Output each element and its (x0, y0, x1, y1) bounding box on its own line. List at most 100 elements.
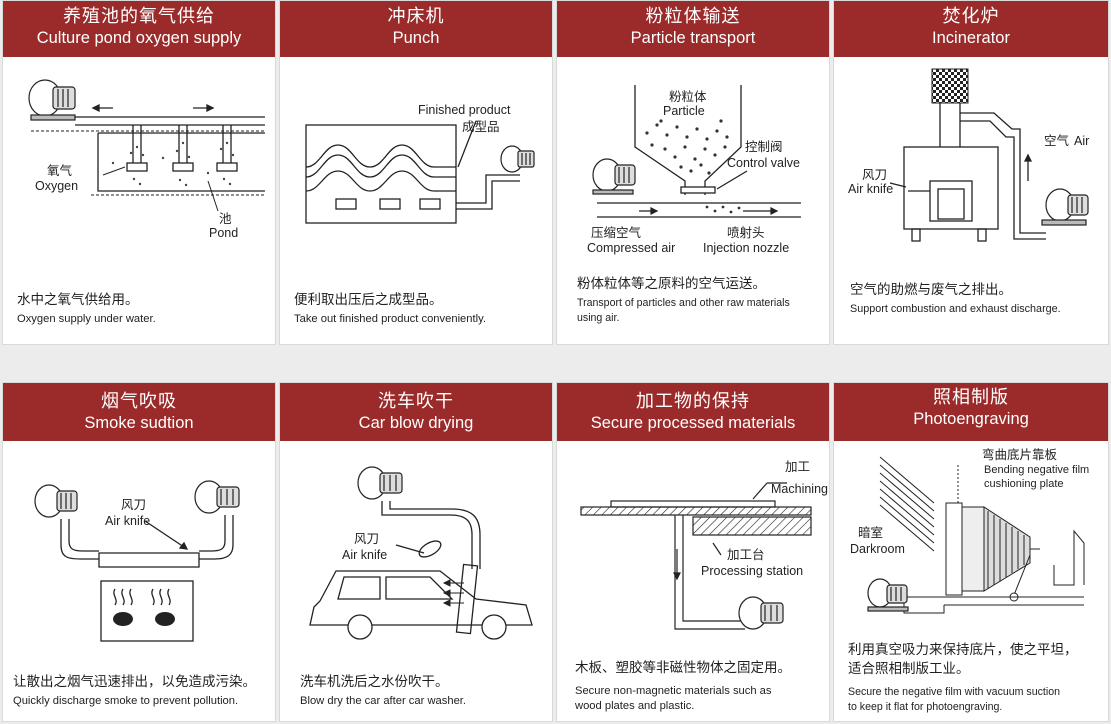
label-pond-zh: 池 (219, 211, 232, 226)
panel-header: 焚化炉 Incinerator (834, 1, 1108, 57)
label-nozzle-en: Injection nozzle (703, 241, 789, 255)
desc-en: Support combustion and exhaust discharge… (850, 303, 1061, 315)
label-air-knife-zh: 风刀 (862, 167, 887, 182)
label-film-plate-zh: 弯曲底片靠板 (982, 447, 1058, 462)
blower-icon (500, 145, 535, 173)
panel-secure-materials: 加工物的保持 Secure processed materials (556, 382, 830, 722)
blower-icon (28, 79, 76, 121)
title-en: Smoke sudtion (84, 414, 194, 432)
desc-zh-line2: 适合照相制版工业。 (848, 661, 970, 677)
desc-zh: 空气的助燃与废气之排出。 (850, 282, 1012, 298)
title-zh: 洗车吹干 (378, 391, 454, 412)
blower-icon (867, 578, 909, 612)
title-en: Secure processed materials (590, 414, 796, 432)
title-zh: 粉粒体输送 (645, 6, 741, 27)
desc-en: Quickly discharge smoke to prevent pollu… (13, 695, 239, 707)
label-air-knife-zh: 风刀 (354, 531, 379, 546)
illustration-secure-materials: 加工 Machining 加工台 Processing station (557, 449, 829, 649)
panel-header: 洗车吹干 Car blow drying (280, 383, 552, 441)
panel-header: 粉粒体输送 Particle transport (557, 1, 829, 57)
title-en: Photoengraving (913, 410, 1029, 428)
title-en: Incinerator (932, 29, 1010, 47)
desc-en: Oxygen supply under water. (17, 313, 156, 325)
label-film-plate-en-1: Bending negative film (984, 464, 1089, 476)
title-zh: 养殖池的氧气供给 (63, 6, 215, 27)
panel-culture-pond: 养殖池的氧气供给 Culture pond oxygen supply (2, 0, 276, 345)
label-film-plate-en-2: cushioning plate (984, 478, 1064, 490)
desc-zh: 让散出之烟气迅速排出，以免造成污染。 (13, 674, 256, 690)
label-finished-product-en: Finished product (418, 103, 511, 117)
panel-smoke-suction: 烟气吹吸 Smoke sudtion (2, 382, 276, 722)
label-valve-zh: 控制阀 (745, 139, 783, 154)
label-compressed-zh: 压缩空气 (591, 225, 642, 240)
illustration-punch: Finished product 成型品 (280, 63, 552, 263)
desc-en-line1: Transport of particles and other raw mat… (577, 297, 790, 309)
desc-en-line2: using air. (577, 312, 620, 324)
label-air-zh: 空气 (1044, 133, 1070, 148)
illustration-incinerator: 空气 Air 风刀 Air knife (834, 63, 1108, 263)
label-nozzle-zh: 喷射头 (727, 225, 765, 240)
desc-zh: 木板、塑胶等非磁性物体之固定用。 (575, 660, 791, 676)
label-air-knife-en: Air knife (342, 548, 387, 562)
desc-en: Blow dry the car after car washer. (300, 695, 467, 707)
desc-zh: 便利取出压后之成型品。 (294, 292, 443, 308)
label-finished-product-zh: 成型品 (462, 119, 500, 134)
label-particle-en: Particle (663, 104, 705, 118)
illustration-particle-transport: 粉粒体 Particle 控制阀 Control valve 压缩空气 Comp… (557, 63, 829, 273)
panel-incinerator: 焚化炉 Incinerator (833, 0, 1109, 345)
panel-particle-transport: 粉粒体输送 Particle transport (556, 0, 830, 345)
label-air-knife-zh: 风刀 (121, 497, 146, 512)
blower-icon (1041, 188, 1089, 226)
title-en: Culture pond oxygen supply (36, 29, 242, 47)
panel-description: 利用真空吸力来保持底片，使之平坦， 适合照相制版工业。 Secure the n… (848, 641, 1106, 715)
illustration-culture-pond: 氧气 Oxygen 池 Pond (3, 63, 275, 263)
title-zh: 加工物的保持 (636, 391, 750, 412)
desc-en: Take out finished product conveniently. (294, 313, 486, 325)
title-zh: 冲床机 (387, 6, 445, 27)
label-compressed-en: Compressed air (587, 241, 675, 255)
panel-description: 让散出之烟气迅速排出，以免造成污染。 Quickly discharge smo… (13, 673, 269, 709)
label-machining-en: Machining (771, 482, 828, 496)
panel-header: 养殖池的氧气供给 Culture pond oxygen supply (3, 1, 275, 57)
label-station-en: Processing station (701, 564, 803, 578)
label-machining-zh: 加工 (785, 459, 810, 474)
title-zh: 烟气吹吸 (101, 391, 177, 412)
label-oxygen-en: Oxygen (35, 179, 78, 193)
label-darkroom-zh: 暗室 (858, 525, 883, 540)
panel-description: 粉体粒体等之原料的空气运送。 Transport of particles an… (577, 275, 823, 326)
label-air-knife-en: Air knife (848, 182, 893, 196)
blower-icon (34, 484, 78, 518)
desc-zh: 水中之氧气供给用。 (17, 292, 139, 308)
desc-zh: 洗车机洗后之水份吹干。 (300, 674, 449, 690)
blower-icon (738, 596, 784, 630)
illustration-photoengraving: 弯曲底片靠板 Bending negative film cushioning … (834, 445, 1108, 645)
blower-icon (357, 466, 403, 500)
title-zh: 照相制版 (933, 387, 1009, 408)
label-pond-en: Pond (209, 226, 238, 240)
label-air-knife-en: Air knife (105, 514, 150, 528)
title-en: Particle transport (630, 29, 756, 47)
desc-en-line2: to keep it flat for photoengraving. (848, 701, 1003, 713)
blower-icon (194, 480, 240, 514)
label-darkroom-en: Darkroom (850, 542, 905, 556)
panel-punch: 冲床机 Punch Finished product 成型品 (279, 0, 553, 345)
panel-header: 加工物的保持 Secure processed materials (557, 383, 829, 441)
illustration-car-blow-drying: 风刀 Air knife (280, 449, 552, 649)
desc-zh-line1: 利用真空吸力来保持底片，使之平坦， (848, 642, 1078, 658)
panel-description: 木板、塑胶等非磁性物体之固定用。 Secure non-magnetic mat… (575, 659, 823, 714)
panel-header: 照相制版 Photoengraving (834, 383, 1108, 441)
panel-header: 烟气吹吸 Smoke sudtion (3, 383, 275, 441)
desc-en-line2: wood plates and plastic. (575, 700, 695, 712)
panel-description: 空气的助燃与废气之排出。 Support combustion and exha… (850, 281, 1102, 317)
panel-description: 便利取出压后之成型品。 Take out finished product co… (294, 291, 546, 327)
panel-description: 洗车机洗后之水份吹干。 Blow dry the car after car w… (300, 673, 546, 709)
illustration-smoke-suction: 风刀 Air knife (3, 449, 275, 649)
label-oxygen-zh: 氧气 (47, 163, 73, 178)
blower-icon (592, 158, 636, 195)
label-air-en: Air (1074, 134, 1089, 148)
panel-description: 水中之氧气供给用。 Oxygen supply under water. (17, 291, 269, 327)
desc-en-line1: Secure the negative film with vacuum suc… (848, 686, 1060, 698)
desc-en-line1: Secure non-magnetic materials such as (575, 685, 772, 697)
panel-photoengraving: 照相制版 Photoengraving (833, 382, 1109, 722)
label-particle-zh: 粉粒体 (669, 89, 707, 104)
